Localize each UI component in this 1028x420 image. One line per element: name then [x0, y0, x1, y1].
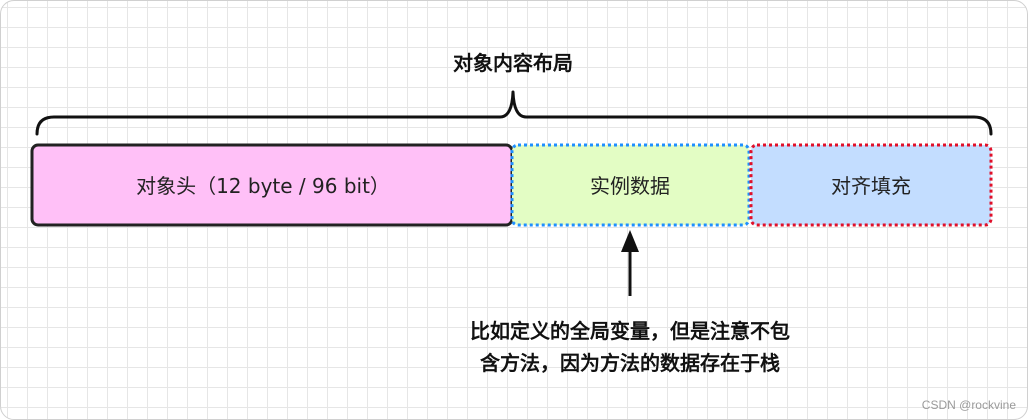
alignment-padding-block — [749, 143, 993, 227]
instance-data-block — [510, 143, 751, 227]
diagram-title: 对象内容布局 — [453, 51, 573, 75]
annotation-line-1: 比如定义的全局变量，但是注意不包 — [470, 319, 790, 343]
object-header-label: 对象头（12 byte / 96 bit） — [136, 174, 390, 198]
annotation-line-2: 含方法，因为方法的数据存在于栈 — [480, 351, 780, 375]
curly-brace — [35, 90, 993, 136]
alignment-padding-label: 对齐填充 — [831, 174, 911, 198]
instance-data-label: 实例数据 — [590, 174, 670, 198]
watermark: CSDN @rockvine — [922, 398, 1017, 412]
arrow-head-icon — [621, 230, 639, 252]
